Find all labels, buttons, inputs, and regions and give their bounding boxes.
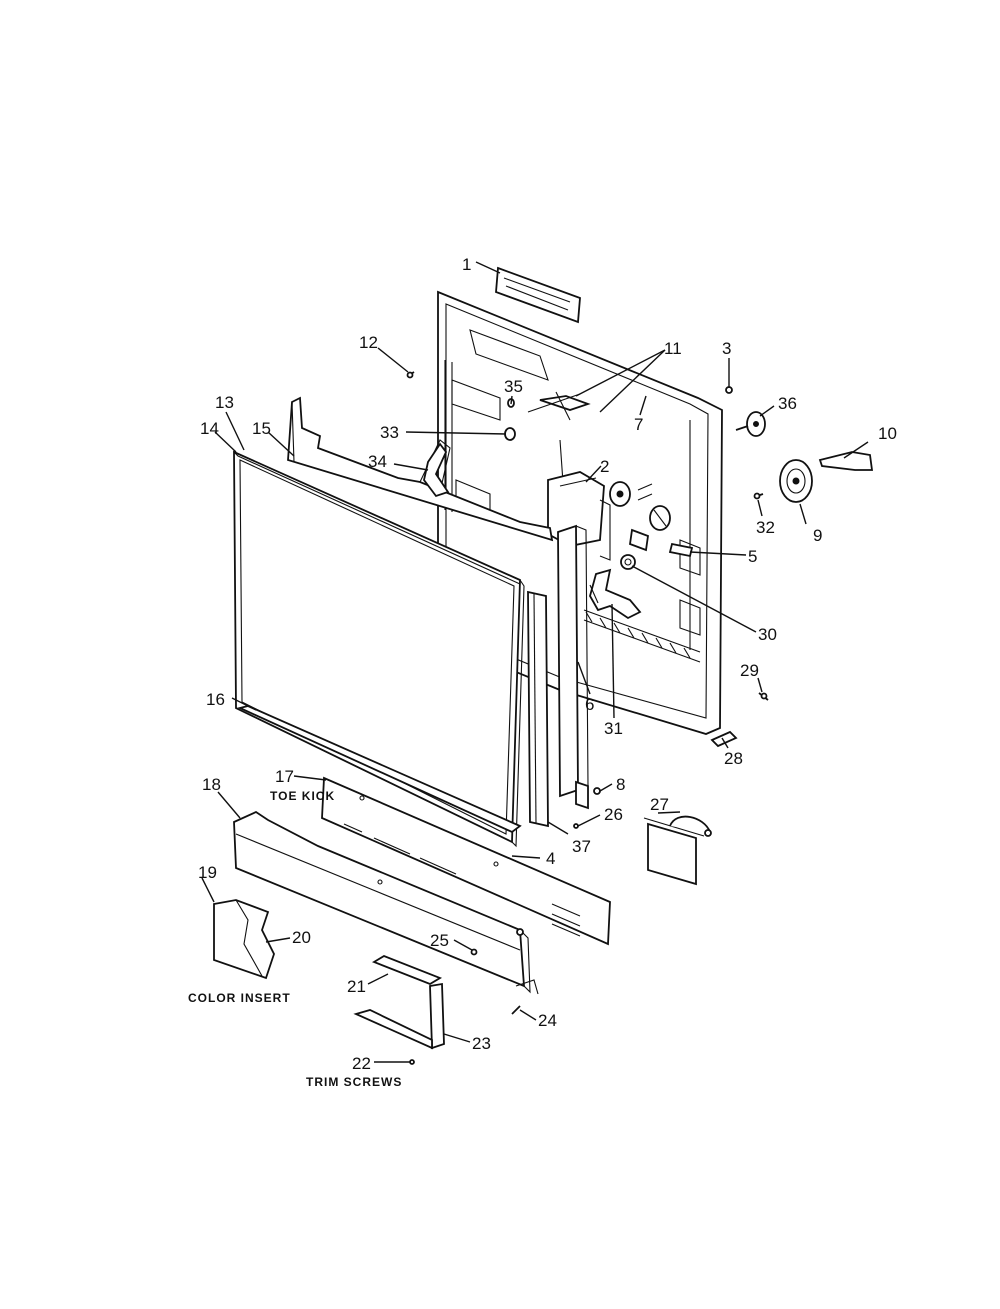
callout-12: 12 bbox=[359, 333, 378, 352]
part-12-screw bbox=[406, 371, 415, 379]
parts-21-23-bracket bbox=[353, 948, 521, 1065]
caption-toe-kick: TOE KICK bbox=[270, 789, 335, 803]
callout-2: 2 bbox=[600, 457, 609, 476]
callout-9: 9 bbox=[813, 526, 822, 545]
part-19-color-insert bbox=[213, 899, 275, 980]
callout-20: 20 bbox=[292, 928, 311, 947]
callout-29: 29 bbox=[740, 661, 759, 680]
callout-37: 37 bbox=[572, 837, 591, 856]
callout-27: 27 bbox=[650, 795, 669, 814]
callout-3: 3 bbox=[722, 339, 731, 358]
callout-6: 6 bbox=[585, 695, 594, 714]
callout-35: 35 bbox=[504, 377, 523, 396]
callout-36: 36 bbox=[778, 394, 797, 413]
callout-8: 8 bbox=[616, 775, 625, 794]
captions: TOE KICK COLOR INSERT TRIM SCREWS bbox=[188, 789, 402, 1089]
callout-25: 25 bbox=[430, 931, 449, 950]
callout-30: 30 bbox=[758, 625, 777, 644]
caption-trim-screws: TRIM SCREWS bbox=[306, 1075, 402, 1089]
parts-33-34-35 bbox=[423, 398, 516, 498]
callout-21: 21 bbox=[347, 977, 366, 996]
callout-26: 26 bbox=[604, 805, 623, 824]
callout-23: 23 bbox=[472, 1034, 491, 1053]
part-37-side-trim bbox=[527, 590, 549, 828]
part-18-kick-plate bbox=[233, 810, 539, 995]
callout-15: 15 bbox=[252, 419, 271, 438]
callout-31: 31 bbox=[604, 719, 623, 738]
callout-11: 11 bbox=[664, 339, 682, 358]
callout-28: 28 bbox=[724, 749, 743, 768]
callout-13: 13 bbox=[215, 393, 234, 412]
leader-lines bbox=[201, 261, 869, 1063]
part-14-outer-door-panel bbox=[233, 450, 525, 848]
part-17-toe-kick bbox=[321, 776, 611, 946]
callout-5: 5 bbox=[748, 547, 757, 566]
callout-18: 18 bbox=[202, 775, 221, 794]
liner-controls bbox=[527, 391, 694, 620]
callout-34: 34 bbox=[368, 452, 387, 471]
part-27-bracket-plate bbox=[643, 815, 712, 886]
callout-16: 16 bbox=[206, 690, 225, 709]
callout-19: 19 bbox=[198, 863, 217, 882]
callout-1: 1 bbox=[462, 255, 471, 274]
caption-color-insert: COLOR INSERT bbox=[188, 991, 291, 1005]
callout-10: 10 bbox=[878, 424, 897, 443]
callout-22: 22 bbox=[352, 1054, 371, 1073]
callout-33: 33 bbox=[380, 423, 399, 442]
part-16-bottom-trim bbox=[237, 705, 522, 834]
callout-labels: 1 2 3 4 5 6 7 8 9 10 11 12 13 14 15 16 1… bbox=[198, 255, 897, 1073]
callout-14: 14 bbox=[200, 419, 219, 438]
callout-32: 32 bbox=[756, 518, 775, 537]
callout-24: 24 bbox=[538, 1011, 557, 1030]
callout-4: 4 bbox=[546, 849, 555, 868]
callout-7: 7 bbox=[634, 415, 643, 434]
knob-hardware bbox=[725, 386, 874, 503]
small-hardware bbox=[573, 692, 769, 829]
callout-17: 17 bbox=[275, 767, 294, 786]
